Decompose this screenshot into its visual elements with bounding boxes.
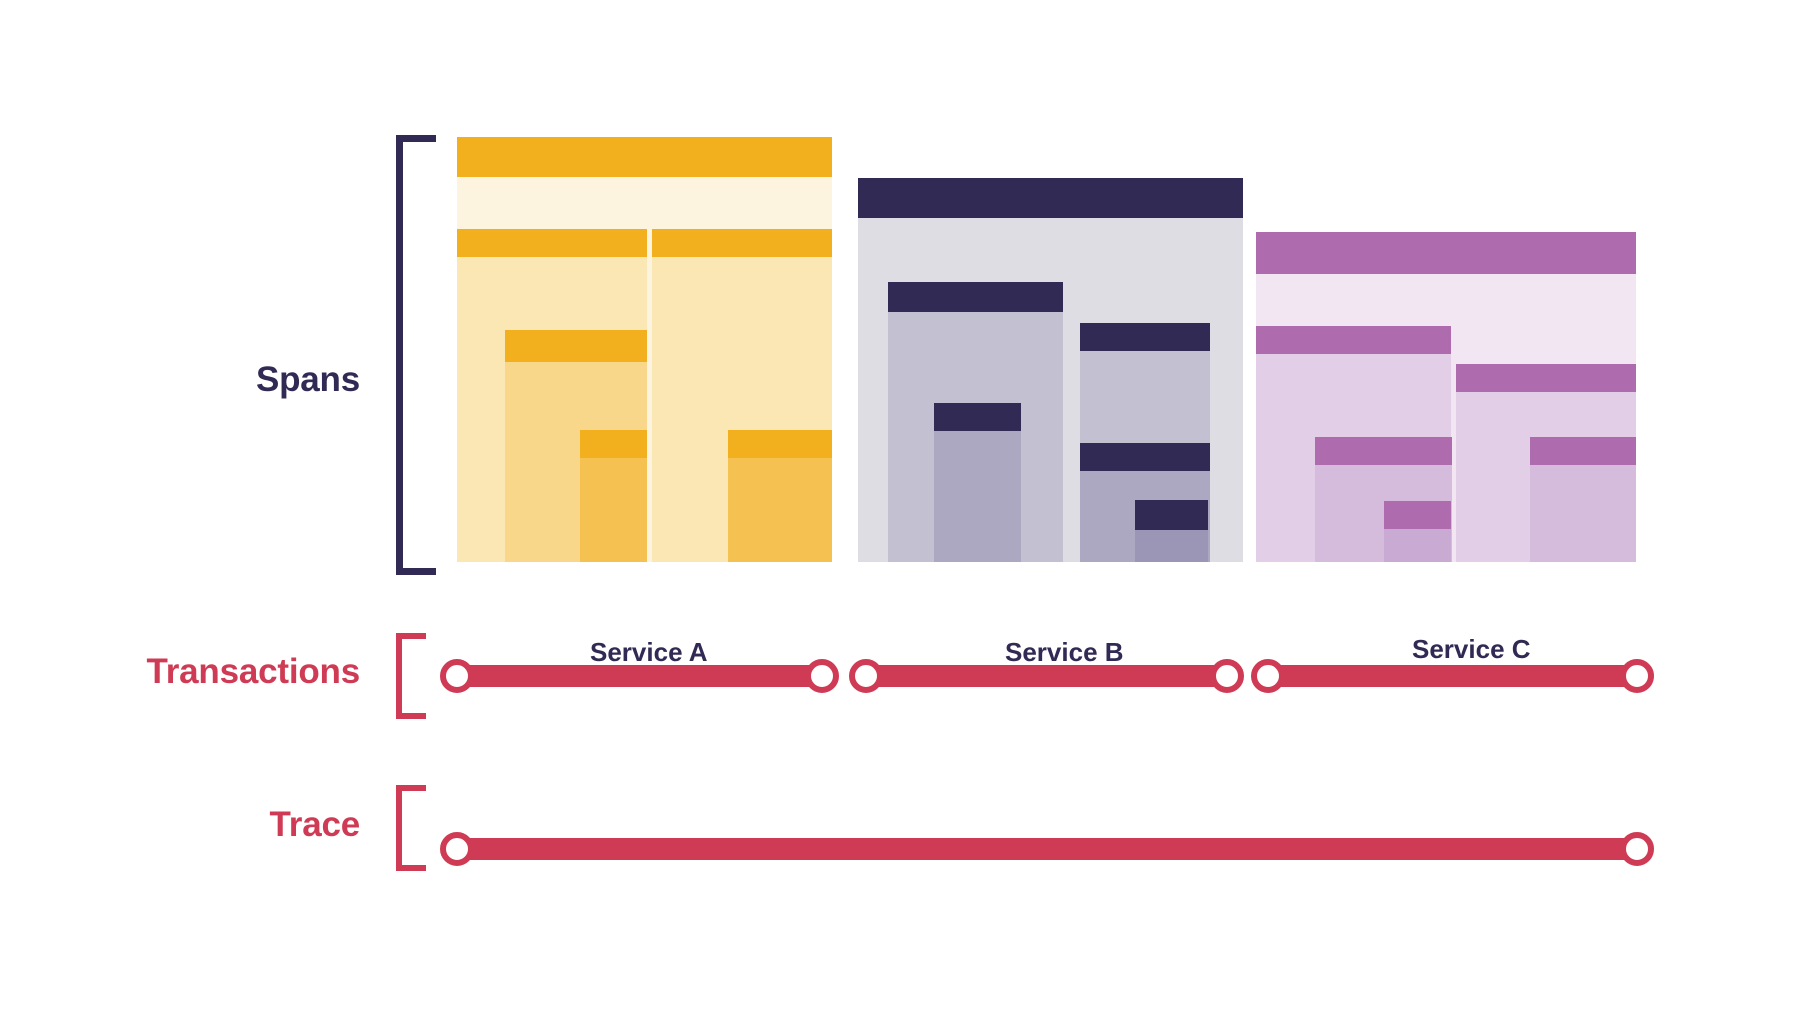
trace-endpoint-dot[interactable] [1620, 832, 1654, 866]
transaction-endpoint-dot[interactable] [1620, 659, 1654, 693]
service-caption-c: Service C [1412, 634, 1531, 664]
span-header-bar[interactable] [505, 330, 647, 362]
bracket-transactions [396, 633, 426, 719]
span-header-bar[interactable] [652, 229, 832, 257]
transaction-endpoint-dot[interactable] [440, 659, 474, 693]
span-header-bar[interactable] [1256, 232, 1636, 274]
transaction-bar[interactable] [1268, 665, 1637, 687]
span-header-bar[interactable] [1256, 326, 1451, 354]
span-header-bar[interactable] [457, 229, 647, 257]
span-header-bar[interactable] [1080, 323, 1210, 351]
row-label-transactions: Transactions [146, 652, 360, 691]
span-header-bar[interactable] [1135, 500, 1208, 530]
transaction-endpoint-dot[interactable] [1251, 659, 1285, 693]
spans-waterfall [457, 137, 1636, 562]
span-header-bar[interactable] [888, 282, 1063, 312]
trace-endpoint-dot[interactable] [440, 832, 474, 866]
row-label-trace: Trace [269, 805, 361, 844]
service-caption-b: Service B [1005, 637, 1124, 667]
span-header-bar[interactable] [457, 137, 832, 177]
span-header-bar[interactable] [1080, 443, 1210, 471]
span-header-bar[interactable] [1530, 437, 1636, 465]
span-header-bar[interactable] [1456, 364, 1636, 392]
bracket-trace [396, 785, 426, 871]
transaction-bar[interactable] [866, 665, 1227, 687]
span-header-bar[interactable] [1384, 501, 1451, 529]
transaction-endpoint-dot[interactable] [849, 659, 883, 693]
row-label-spans: Spans [255, 360, 360, 399]
span-header-bar[interactable] [728, 430, 832, 458]
transaction-endpoint-dot[interactable] [805, 659, 839, 693]
trace-bar[interactable] [457, 838, 1637, 860]
transaction-bar[interactable] [457, 665, 822, 687]
span-header-bar[interactable] [1315, 437, 1452, 465]
span-header-bar[interactable] [580, 430, 647, 458]
service-caption-a: Service A [590, 637, 708, 667]
span-header-bar[interactable] [858, 178, 1243, 218]
transaction-endpoint-dot[interactable] [1210, 659, 1244, 693]
span-header-bar[interactable] [934, 403, 1021, 431]
bracket-spans [396, 135, 436, 575]
